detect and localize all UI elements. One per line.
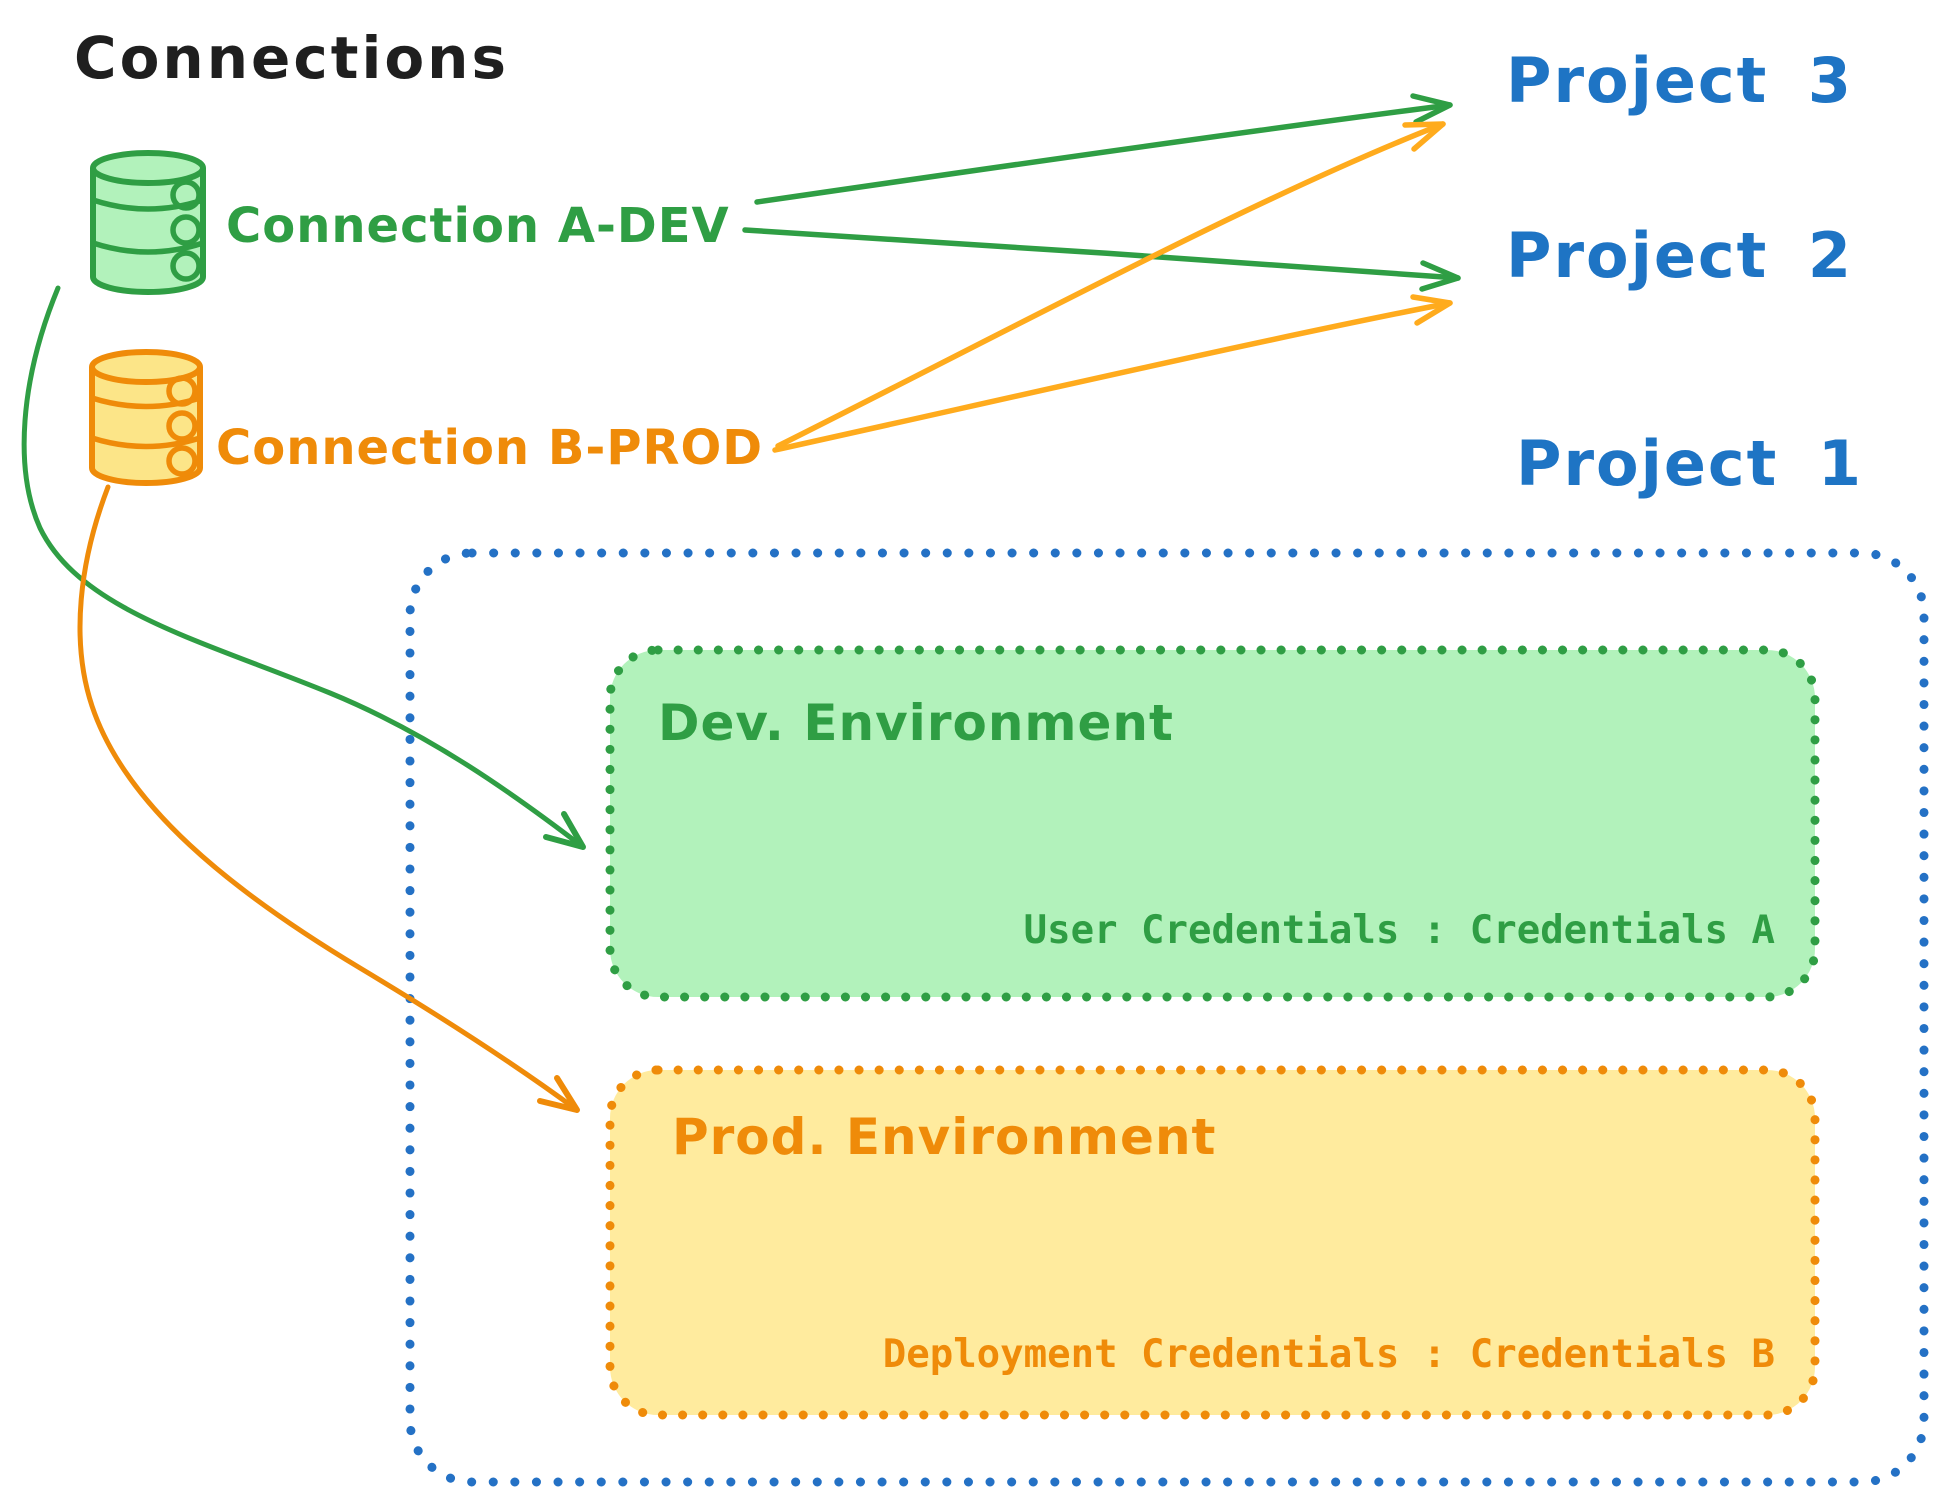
prod-environment-credentials: Deployment Credentials : Credentials B: [882, 1332, 1775, 1377]
dev-environment-credentials: User Credentials : Credentials A: [1023, 908, 1775, 953]
project-2-label: Project 2: [1506, 219, 1854, 292]
prod-environment-title: Prod. Environment: [672, 1108, 1217, 1166]
arrow-bprod-to-prod-env: [77, 484, 580, 1113]
connection-b-prod-label: Connection B-PROD: [216, 420, 764, 476]
project1-container-box: [405, 548, 1929, 1487]
database-icon: [90, 150, 206, 295]
prod-environment-box: [605, 1065, 1820, 1420]
dev-environment-title: Dev. Environment: [658, 694, 1174, 752]
dev-environment-box: [605, 645, 1820, 1002]
connection-a-dev-label: Connection A-DEV: [226, 198, 730, 254]
project-1-label: Project 1: [1516, 427, 1864, 500]
project-3-label: Project 3: [1506, 44, 1854, 117]
arrow-adev-to-projects: [742, 93, 1461, 292]
arrow-adev-to-dev-env: [21, 285, 586, 850]
diagram-title: Connections: [74, 24, 509, 92]
database-icon: [89, 349, 203, 486]
arrow-bprod-to-projects: [772, 121, 1453, 453]
